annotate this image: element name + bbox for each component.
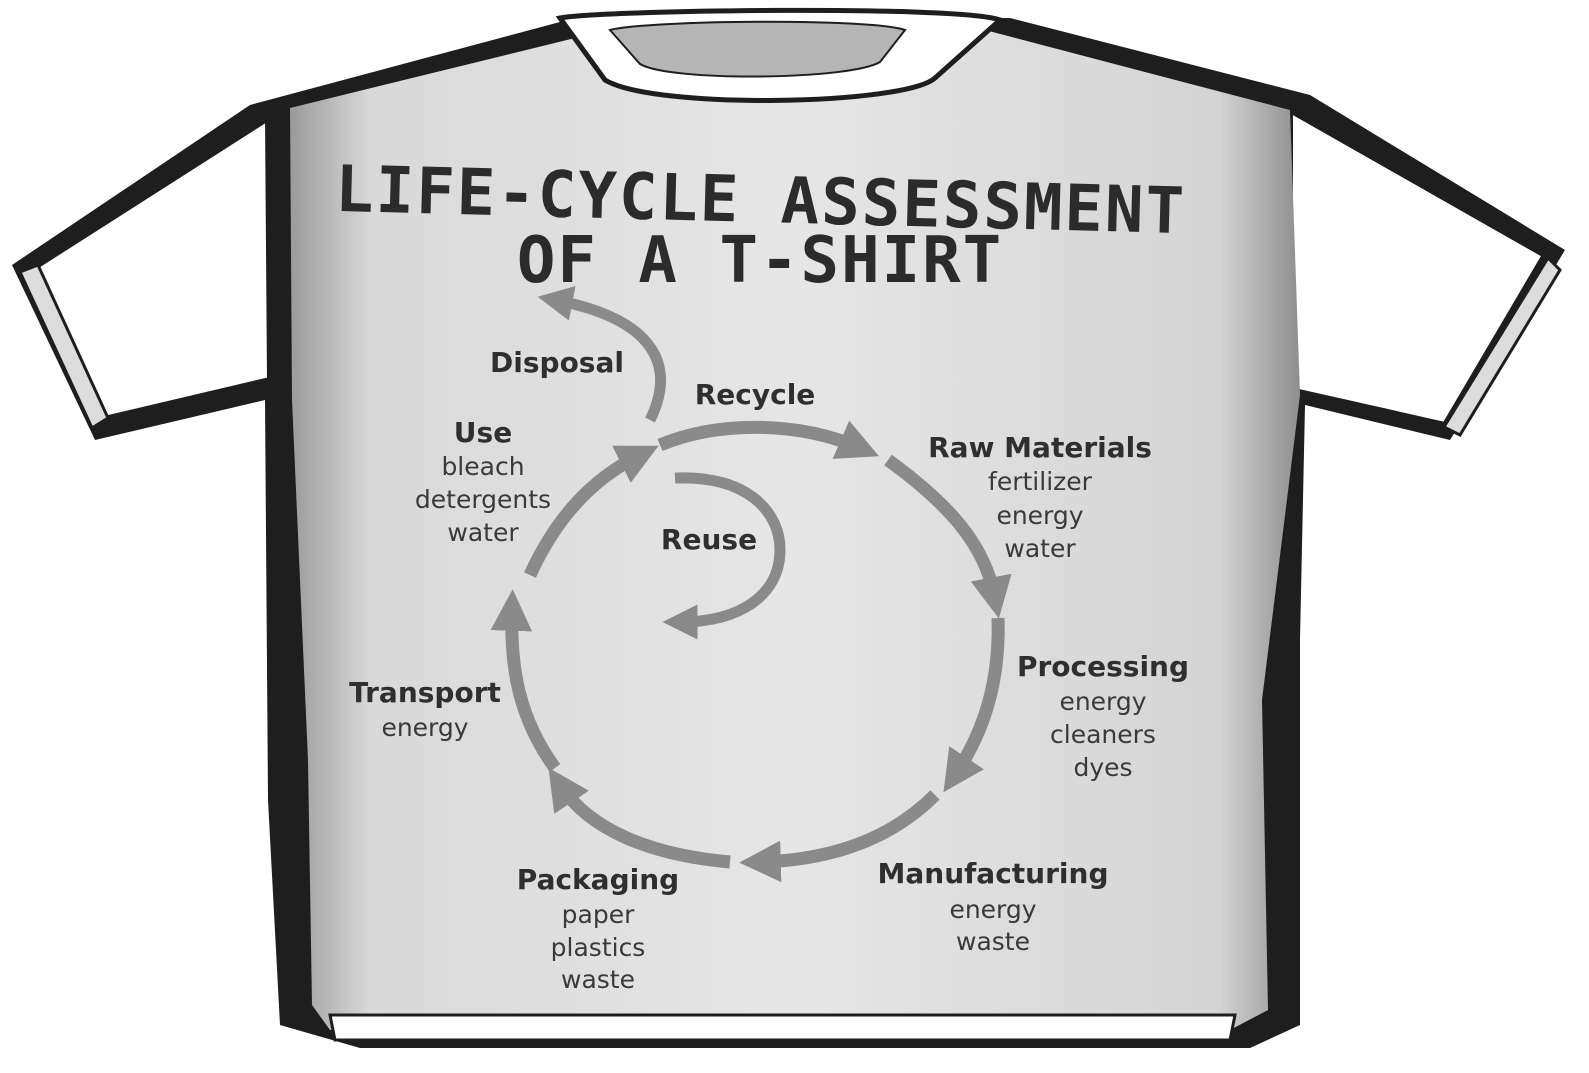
bottom-hem [328,1013,1237,1042]
stage-name-disposal: Disposal [490,346,624,379]
arrow-packaging-to-transport [548,767,731,869]
arrow-processing-to-manufacturing [943,617,1005,793]
stage-item: energy [381,713,468,742]
arrow-raw-to-processing [884,454,1012,619]
stage-item: water [447,518,519,547]
stage-item: water [1004,534,1076,563]
stage-name-use: Use [454,416,512,449]
stage-item: energy [1059,687,1146,716]
stage-item: cleaners [1050,720,1156,749]
right-sleeve-hem [1441,255,1562,437]
stage-name-processing: Processing [1017,650,1189,683]
stage-item: waste [561,965,635,994]
stage-item: waste [956,927,1030,956]
stage-item: energy [996,501,1083,530]
stage-name-recycle: Recycle [695,378,816,411]
stage-item: plastics [551,933,646,962]
title-line-2: OF A T-SHIRT [517,224,1003,298]
stage-use: Use bleach detergents water [415,416,551,547]
left-sleeve-hem [17,263,110,431]
stage-item: fertilizer [988,467,1093,496]
stage-packaging: Packaging paper plastics waste [517,863,679,994]
arrow-manufacturing-to-packaging [739,790,940,883]
stage-processing: Processing energy cleaners dyes [1017,650,1189,782]
right-sleeve [1287,104,1550,429]
stage-transport: Transport energy [349,676,501,742]
stage-name-packaging: Packaging [517,863,679,896]
arrow-reuse [662,472,786,640]
shirt-body [290,30,1300,1030]
stage-item: energy [949,895,1036,924]
stage-item: dyes [1073,753,1132,782]
stage-item: bleach [441,452,524,481]
stage-item: detergents [415,485,551,514]
arrow-use-to-center [524,445,659,578]
stage-name-reuse: Reuse [661,523,757,556]
stage-name-manufacturing: Manufacturing [878,857,1109,890]
arrow-disposal [537,286,667,423]
stage-raw-materials: Raw Materials fertilizer energy water [928,431,1152,563]
collar-inner [608,20,907,78]
arrow-transport-to-use [490,589,561,772]
stage-item: paper [562,900,635,929]
stage-name-transport: Transport [349,676,501,709]
arrow-recycle-to-raw [657,420,880,459]
stage-name-raw-materials: Raw Materials [928,431,1152,464]
stage-manufacturing: Manufacturing energy waste [878,857,1109,956]
